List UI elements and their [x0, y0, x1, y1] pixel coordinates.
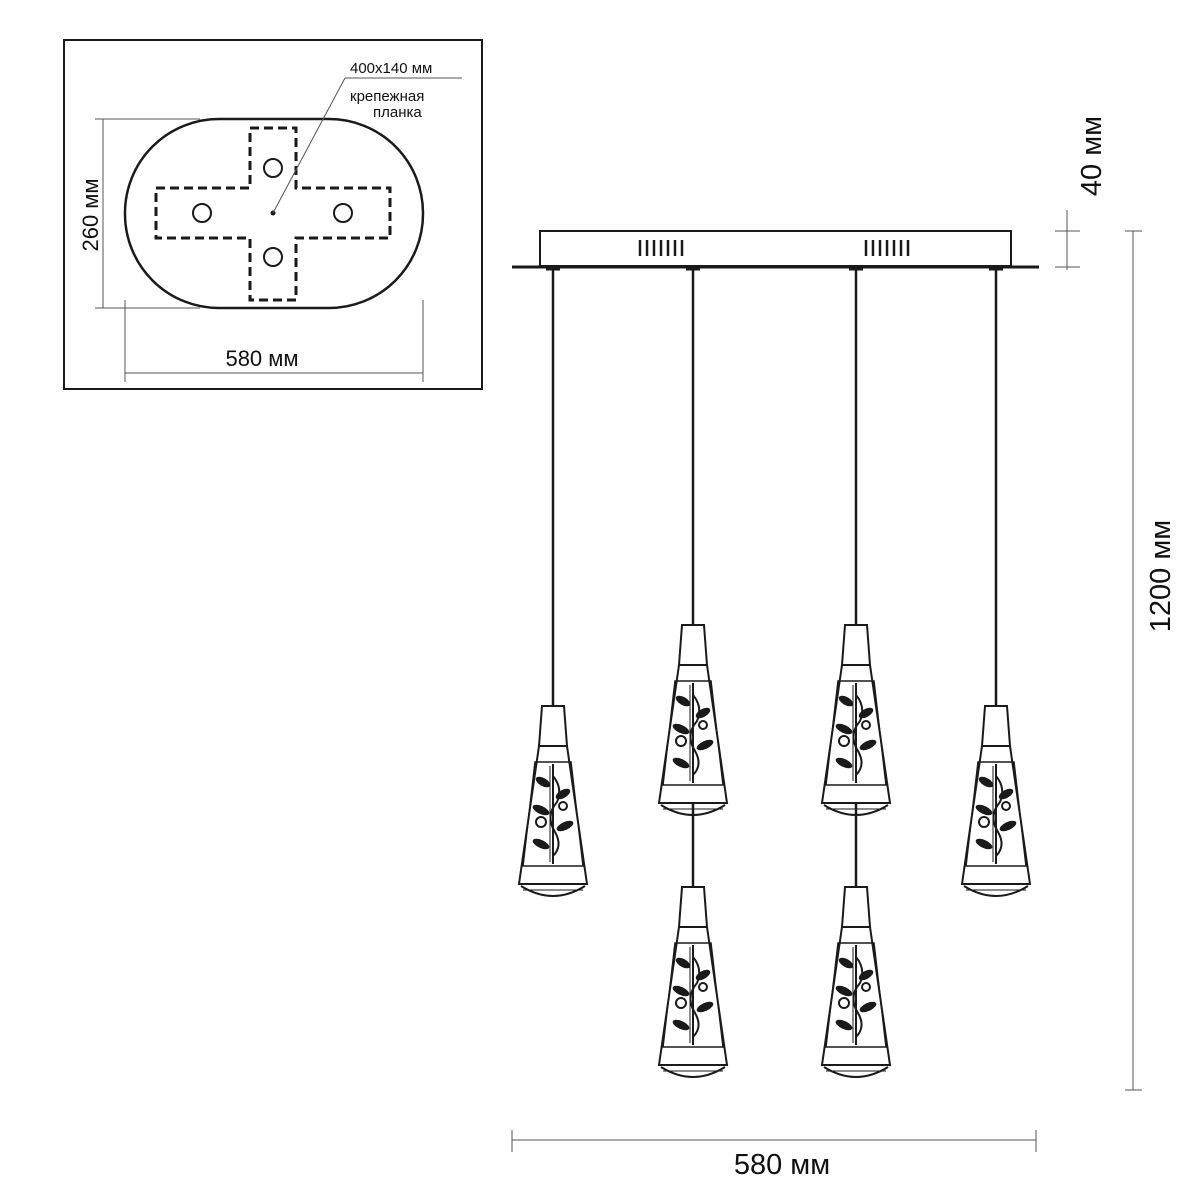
bracket-name-line2: планка: [373, 104, 422, 121]
screw-hole-right: [333, 203, 353, 223]
canopy-vent-right: [864, 240, 910, 256]
pendant-lamp-upper-left: [658, 624, 728, 816]
elevation-view: 40 мм 1200 мм 580 мм: [511, 116, 1177, 1181]
screw-hole-left: [192, 203, 212, 223]
total-height-label: 1200 мм: [1145, 520, 1177, 632]
bracket-leader-line: [272, 77, 346, 214]
pendant-lamp-lower-right: [821, 886, 891, 1078]
canopy-outline: [123, 117, 425, 310]
plan-view: 400x140 мм крепежная планка 260 мм 580 м…: [63, 39, 483, 390]
pendant-lamp-lower-left: [658, 886, 728, 1078]
canopy-body: [539, 230, 1012, 267]
canopy-vent-left: [638, 240, 684, 256]
pendant-lamp-outer-right: [961, 705, 1031, 897]
suspension-cables: [551, 268, 998, 890]
bracket-size-label: 400x140 мм: [350, 60, 432, 77]
pendant-lamp-outer-left: [518, 705, 588, 897]
height-dimension-label: 260 мм: [78, 178, 103, 251]
screw-hole-top: [263, 158, 283, 178]
bracket-name-line1: крепежная: [350, 88, 424, 105]
mounting-bracket: [154, 126, 392, 302]
canopy-height-label: 40 мм: [1076, 116, 1108, 196]
width-dimension-label: 580 мм: [225, 346, 298, 371]
pendant-lamp-upper-right: [821, 624, 891, 816]
screw-hole-bottom: [263, 247, 283, 267]
total-width-label: 580 мм: [734, 1149, 830, 1181]
